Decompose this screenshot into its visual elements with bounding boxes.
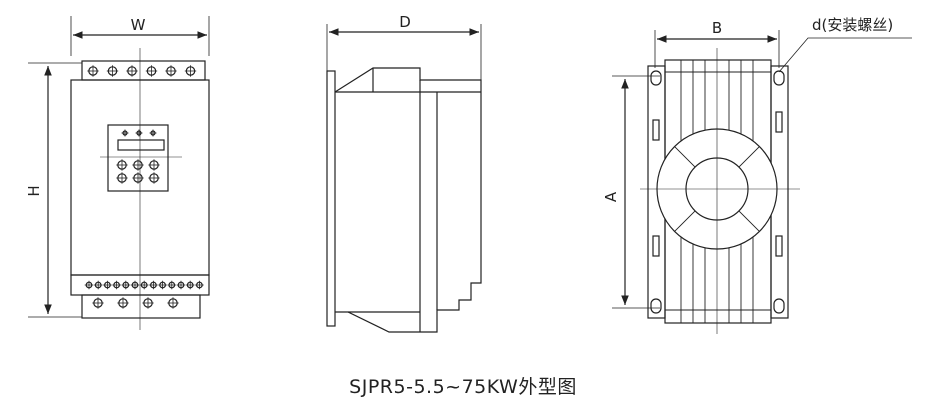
keypad-buttons [116, 159, 160, 184]
display-window [117, 139, 165, 151]
power-screw [142, 297, 154, 309]
keypad-button [132, 172, 144, 184]
control-terminal-screw [158, 280, 167, 290]
control-terminal-screw [167, 280, 177, 290]
fan-struts [674, 146, 760, 232]
fan-strut [674, 146, 696, 168]
fan-strut [738, 210, 760, 232]
mounting-hole [650, 298, 662, 314]
depth-label: D [399, 13, 411, 31]
mounting-holes [650, 70, 785, 314]
control-terminal-screw [103, 280, 112, 290]
b-label: B [712, 19, 722, 37]
fan-strut [738, 146, 760, 168]
keypad-button [116, 172, 128, 184]
mounting-hole [773, 298, 785, 314]
top-screw [87, 65, 99, 77]
keypad-small-key [135, 129, 143, 137]
mounting-hole [773, 70, 785, 86]
back-view: B d(安装螺丝) A [602, 16, 912, 334]
keypad-button [116, 159, 128, 171]
keypad-button [148, 172, 160, 184]
power-screw [117, 297, 129, 309]
flange-clip [775, 235, 783, 257]
side-view: D [326, 13, 482, 333]
figure-caption: SJPR5-5.5~75KW外型图 [349, 376, 577, 398]
top-screw [184, 65, 197, 77]
control-terminal-screw [130, 280, 140, 290]
top-screw [126, 65, 138, 77]
control-terminal-screw [121, 280, 131, 290]
power-terminal-screws [92, 297, 179, 309]
flange-clip [775, 111, 783, 133]
top-screw [165, 65, 177, 77]
top-terminal-screws [87, 65, 197, 77]
control-terminal-screw [139, 280, 149, 290]
flange-clip [652, 235, 660, 257]
keypad-small-key [149, 129, 157, 137]
keypad-button [148, 159, 160, 171]
control-terminal-screw [176, 280, 186, 290]
front-view: W H [25, 16, 210, 330]
top-screw [145, 65, 158, 77]
mounting-plate [326, 70, 336, 327]
top-screw [106, 65, 119, 77]
bottom-small-screws [84, 280, 204, 290]
power-screw [92, 297, 104, 309]
height-label: H [25, 185, 43, 196]
control-terminal-screw [93, 280, 103, 290]
flange-clips [652, 111, 783, 257]
control-terminal-screw [149, 280, 158, 290]
keypad-button [132, 159, 144, 171]
mount-hole-leader [778, 37, 912, 73]
keypad-panel [107, 124, 169, 192]
power-terminal-block [81, 294, 201, 319]
control-terminal-screw [112, 280, 121, 290]
mount-hole-label: d(安装螺丝) [812, 16, 893, 34]
a-label: A [602, 191, 620, 202]
keypad-small-key [121, 129, 129, 137]
flange-clip [652, 119, 660, 141]
fan-strut [674, 210, 696, 232]
control-terminal-screw [84, 280, 94, 290]
mounting-hole [650, 70, 662, 86]
side-body-outline [334, 67, 482, 333]
control-terminal-screw [195, 280, 204, 290]
keypad-top-keys [121, 129, 157, 137]
outline-drawing: W H D [25, 13, 912, 334]
width-label: W [131, 16, 146, 34]
control-terminal-screw [185, 280, 195, 290]
power-screw [167, 297, 179, 309]
